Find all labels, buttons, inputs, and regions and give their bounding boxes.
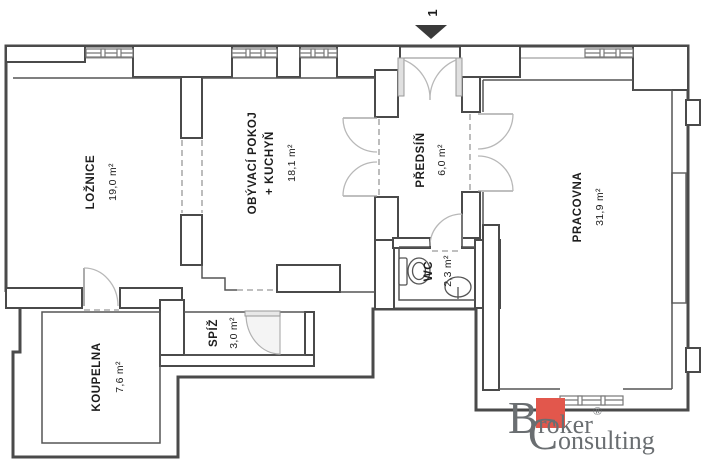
- wall-blocks: [5, 45, 701, 391]
- interior-walls: [13, 77, 673, 444]
- window-top-3: [299, 48, 338, 58]
- bathroom-door: [83, 267, 119, 307]
- window-top-1: [85, 48, 134, 58]
- room-label-spiz: SPÍŽ: [207, 319, 220, 347]
- registered-trademark-icon: ®: [592, 404, 602, 418]
- entrance-door: [397, 57, 463, 101]
- room-area-loznice: 19,0 m²: [107, 163, 119, 201]
- doors: [83, 57, 514, 355]
- broker-consulting-logo: Broker® Consulting: [500, 396, 702, 466]
- sink: [444, 276, 472, 299]
- room-area-obyvaci: 18,1 m²: [286, 144, 298, 182]
- room-label-wc: WC: [423, 261, 435, 281]
- orientation-arrow-icon: [415, 25, 447, 39]
- room-label-obyvaci: OBÝVACÍ POKOJ: [246, 112, 259, 215]
- room-label-predsin: PŘEDSÍŇ: [414, 132, 427, 187]
- toilet: [398, 257, 431, 286]
- orientation-number: 1: [425, 9, 440, 16]
- room-area-pracovna: 31,9 m²: [594, 188, 606, 226]
- logo-word-consulting: Consulting: [528, 412, 655, 457]
- room-label-koupelna: KOUPELNA: [91, 342, 103, 411]
- window-top-4: [584, 48, 634, 58]
- fixtures: [398, 257, 472, 299]
- pantry-door: [244, 310, 281, 355]
- room-area-spiz: 3,0 m²: [228, 317, 240, 349]
- room-area-koupelna: 7,6 m²: [114, 361, 126, 393]
- living-room-double-door: [342, 117, 378, 197]
- room-label-obyvaci2: + KUCHYŇ: [263, 131, 276, 195]
- study-double-door: [477, 113, 514, 192]
- room-labels: LOŽNICE 19,0 m² OBÝVACÍ POKOJ + KUCHYŇ 1…: [84, 112, 606, 412]
- room-area-wc: 2,3 m²: [442, 255, 454, 287]
- room-label-pracovna: PRACOVNA: [572, 172, 584, 243]
- logo-word-consulting-rest: onsulting: [558, 426, 655, 455]
- dashed-openings: [84, 114, 471, 311]
- room-label-loznice: LOŽNICE: [84, 155, 97, 210]
- logo-accent-square: [536, 398, 565, 428]
- logo-letter-b: B: [508, 393, 539, 443]
- window-top-2: [231, 48, 278, 58]
- orientation-marker: 1: [415, 9, 447, 39]
- logo-letter-c: C: [528, 409, 559, 459]
- wc-door: [429, 213, 463, 247]
- logo-word-broker: Broker®: [508, 396, 602, 441]
- room-area-predsin: 6,0 m²: [436, 144, 448, 176]
- logo-word-broker-rest: roker: [538, 410, 593, 439]
